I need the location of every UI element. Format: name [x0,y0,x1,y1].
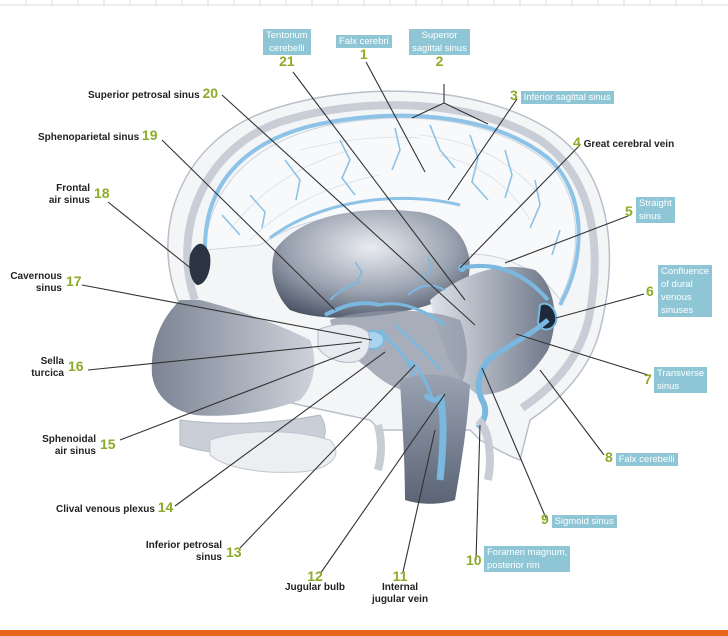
cranial-cavity [272,209,470,318]
label-text-line: venous [658,291,713,304]
label-great-cerebral-vein: 4 Great cerebral vein [573,134,675,151]
brainstem-column [400,374,470,504]
label-number: 10 [466,552,482,568]
label-straight-sinus: 5 Straight sinus [625,197,675,223]
label-number: 21 [279,53,295,69]
label-text-line: Foramen magnum, [484,546,571,559]
cortical-veins [221,124,561,256]
skull-inner-band [183,101,599,412]
inferior-sagittal-sinus [269,196,461,240]
label-number: 3 [510,87,518,103]
transverse-sinus [493,318,550,358]
label-text-line: Inferior sagittal sinus [520,91,614,104]
label-text-line: sinus [654,380,708,393]
superior-sagittal-sinus [203,113,581,306]
label-number: 7 [644,371,652,387]
label-inferior-petrosal-sinus: Inferior petrosal sinus 13 [138,540,242,564]
label-number: 14 [157,499,174,515]
label-sphenoidal-air-sinus: Sphenoidal air sinus 15 [32,434,115,458]
jugular-bulb [423,393,442,403]
label-number: 18 [94,185,110,201]
label-text-line: Inferior petrosal [145,540,222,551]
label-falx-cerebelli: 8 Falx cerebelli [605,449,678,466]
label-text-line: sagittal sinus [409,42,470,55]
top-grid-strip [0,0,728,6]
label-text-line: sinus [195,552,222,563]
great-cerebral-vein [458,264,466,272]
label-number: 16 [68,358,84,374]
label-confluence-of-sinuses: 6 Confluence of dural venous sinuses [646,265,713,317]
label-text-line: sinuses [658,304,713,317]
label-text-line: Sphenoparietal sinus [38,132,140,143]
internal-jugular-vein [436,394,447,481]
tongue [209,431,337,473]
label-clival-venous-plexus: Clival venous plexus 14 [56,499,174,516]
label-text-line: Frontal [56,183,90,194]
vertebra-left [374,423,385,472]
label-falx-cerebri: Falx cerebri 1 [336,35,392,62]
label-text-line: Falx cerebri [336,35,392,48]
label-text-line: jugular vein [371,594,429,605]
label-text-line: posterior rim [484,559,571,572]
label-text-line: Superior petrosal sinus [88,90,200,101]
label-number: 1 [359,46,368,62]
label-foramen-magnum: 10 Foramen magnum, posterior rim [466,546,571,572]
foramen-magnum-rim [475,416,494,481]
label-jugular-bulb: 12 Jugular bulb [282,568,348,594]
label-number: 2 [435,53,444,69]
label-number: 11 [392,568,408,584]
label-text-line: Cavernous [10,271,62,282]
label-sella-turcica: Sella turcica 16 [22,356,83,380]
label-text-line: Superior [409,29,470,42]
label-number: 9 [541,511,549,527]
label-number: 17 [66,273,82,289]
leader-lines [81,61,649,575]
label-sphenoparietal-sinus: Sphenoparietal sinus 19 [38,127,158,144]
label-text-line: Jugular bulb [285,582,345,593]
label-cavernous-sinus: Cavernous sinus 17 [8,271,81,295]
label-tentorium-cerebelli: Tentorium cerebelli 21 [263,29,311,69]
label-superior-sagittal-sinus: Superior sagittal sinus 2 [409,29,470,69]
bottom-accent-bar [0,630,728,636]
label-text-line: Transverse [654,367,708,380]
label-number: 13 [226,544,242,560]
label-text-line: Great cerebral vein [583,139,675,150]
label-number: 6 [646,283,654,299]
label-superior-petrosal-sinus: Superior petrosal sinus 20 [88,85,219,102]
label-text-line: Clival venous plexus [56,504,155,515]
label-text-line: Tentorium [263,29,311,42]
frontal-sinus-cavity [189,243,211,285]
label-number: 4 [573,134,581,150]
label-transverse-sinus: 7 Transverse sinus [644,367,708,393]
label-text-line: turcica [31,368,64,379]
label-number: 19 [141,127,158,143]
nasal-cavity [151,300,315,416]
label-text-line: Confluence [658,265,713,278]
label-number: 12 [307,568,323,584]
label-text-line: Straight [636,197,675,210]
label-text-line: Sella [40,356,64,367]
label-text-line: sinus [35,283,62,294]
skull-base-veins [324,257,446,381]
label-text-line: Falx cerebelli [615,453,678,466]
label-sigmoid-sinus: 9 Sigmoid sinus [541,511,617,528]
label-text-line: cerebelli [263,42,311,55]
label-internal-jugular-vein: 11 Internal jugular vein [368,568,432,606]
inferior-petrosal-sinus [408,358,434,399]
label-text-line: Internal [381,582,419,593]
label-text-line: air sinus [48,195,90,206]
label-text-line: Sphenoidal [42,434,96,445]
straight-sinus [461,264,550,302]
label-text-line: air sinus [54,446,96,457]
label-text-line: sinus [636,210,675,223]
label-number: 8 [605,449,613,465]
label-frontal-air-sinus: Frontal air sinus 18 [40,183,110,207]
label-inferior-sagittal-sinus: 3 Inferior sagittal sinus [510,87,614,104]
label-text-line: Sigmoid sinus [551,515,617,528]
label-number: 20 [202,85,219,101]
label-number: 15 [100,436,116,452]
label-text-line: of dural [658,278,713,291]
label-number: 5 [625,203,633,219]
